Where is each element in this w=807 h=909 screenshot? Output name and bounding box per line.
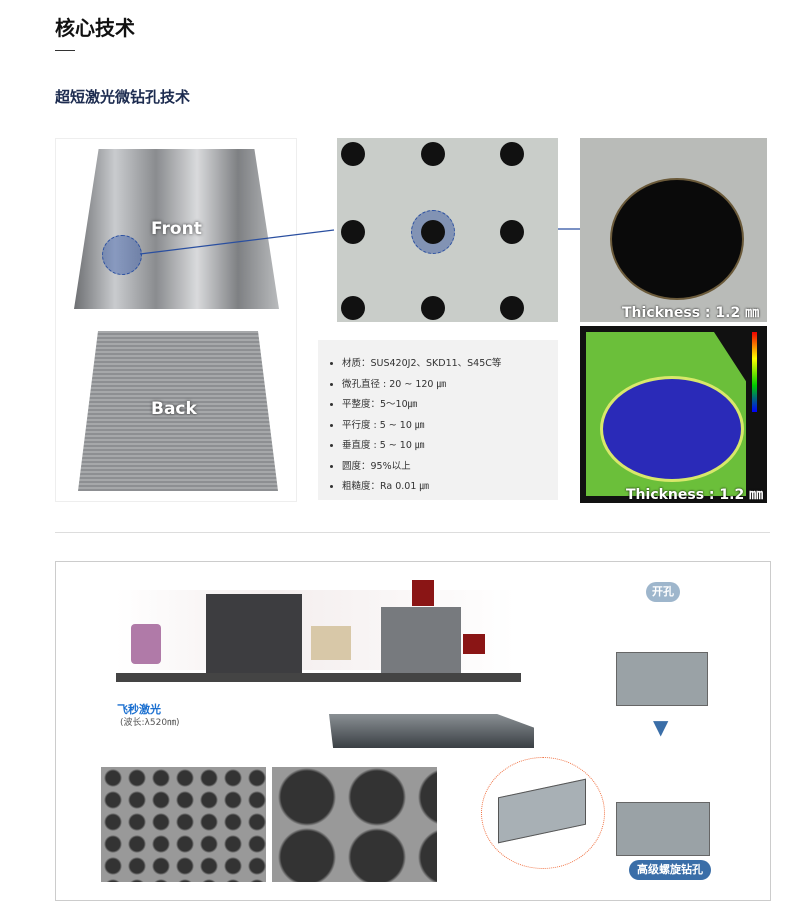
laser-head — [381, 607, 461, 677]
sem-image-large-holes — [272, 767, 437, 882]
step-open-hole-pill: 开孔 — [646, 582, 680, 602]
spec-box: 材质：SUS420J2、SKD11、S45C等 微孔直径 : 20 ~ 120 … — [318, 340, 558, 500]
cube-icon — [616, 652, 708, 706]
hole-3d-scan: Thickness : 1.2 ㎜ — [580, 326, 767, 503]
optics-module — [311, 626, 351, 660]
zoom-circle — [481, 757, 605, 869]
cube-icon — [616, 802, 710, 856]
page-title: 核心技术 — [55, 16, 135, 40]
motor — [463, 634, 485, 654]
title-underline — [55, 50, 75, 51]
highlight-circle — [102, 235, 142, 275]
spec-item: 平整度：5～10㎛ — [342, 395, 558, 416]
laser-label: 飞秒激光 — [117, 703, 161, 716]
thickness-label: Thickness : 1.2 ㎜ — [622, 305, 760, 321]
sem-image-small-holes — [101, 767, 266, 882]
spec-item: 垂直度 : 5 ~ 10 ㎛ — [342, 436, 558, 457]
process-diagram: 飞秒激光 (波长:λ520㎚) 开孔 ▼ 高级螺旋钻孔 — [55, 561, 771, 901]
spec-item: 粗糙度：Ra 0.01 ㎛ — [342, 477, 558, 498]
hole-micrograph: Thickness : 1.2 ㎜ — [580, 138, 767, 322]
sample-photos: Front Back — [55, 138, 297, 502]
step-helical-drilling-pill: 高级螺旋钻孔 — [629, 860, 711, 880]
section-divider — [55, 532, 770, 533]
laser-source — [131, 624, 161, 664]
laser-box — [206, 594, 302, 678]
cut-piece — [498, 778, 586, 844]
spec-item: 材质：SUS420J2、SKD11、S45C等 — [342, 354, 558, 375]
spec-item: 微孔直径 : 20 ~ 120 ㎛ — [342, 375, 558, 396]
spec-item: 圆度：95%以上 — [342, 457, 558, 478]
thickness-label: Thickness : 1.2 ㎜ — [626, 487, 764, 503]
back-label: Back — [151, 399, 197, 419]
workpiece — [329, 714, 534, 748]
hole-grid-image — [337, 138, 558, 322]
down-arrow-icon: ▼ — [653, 715, 669, 739]
back-sheet-image — [78, 331, 278, 491]
front-sheet-image — [74, 149, 279, 309]
wavelength-label: (波长:λ520㎚) — [120, 718, 180, 728]
section-subtitle: 超短激光微钻孔技术 — [55, 88, 191, 106]
motor — [412, 580, 434, 606]
rail — [116, 673, 521, 682]
spec-item: 平行度 : 5 ~ 10 ㎛ — [342, 416, 558, 437]
front-label: Front — [151, 219, 202, 239]
